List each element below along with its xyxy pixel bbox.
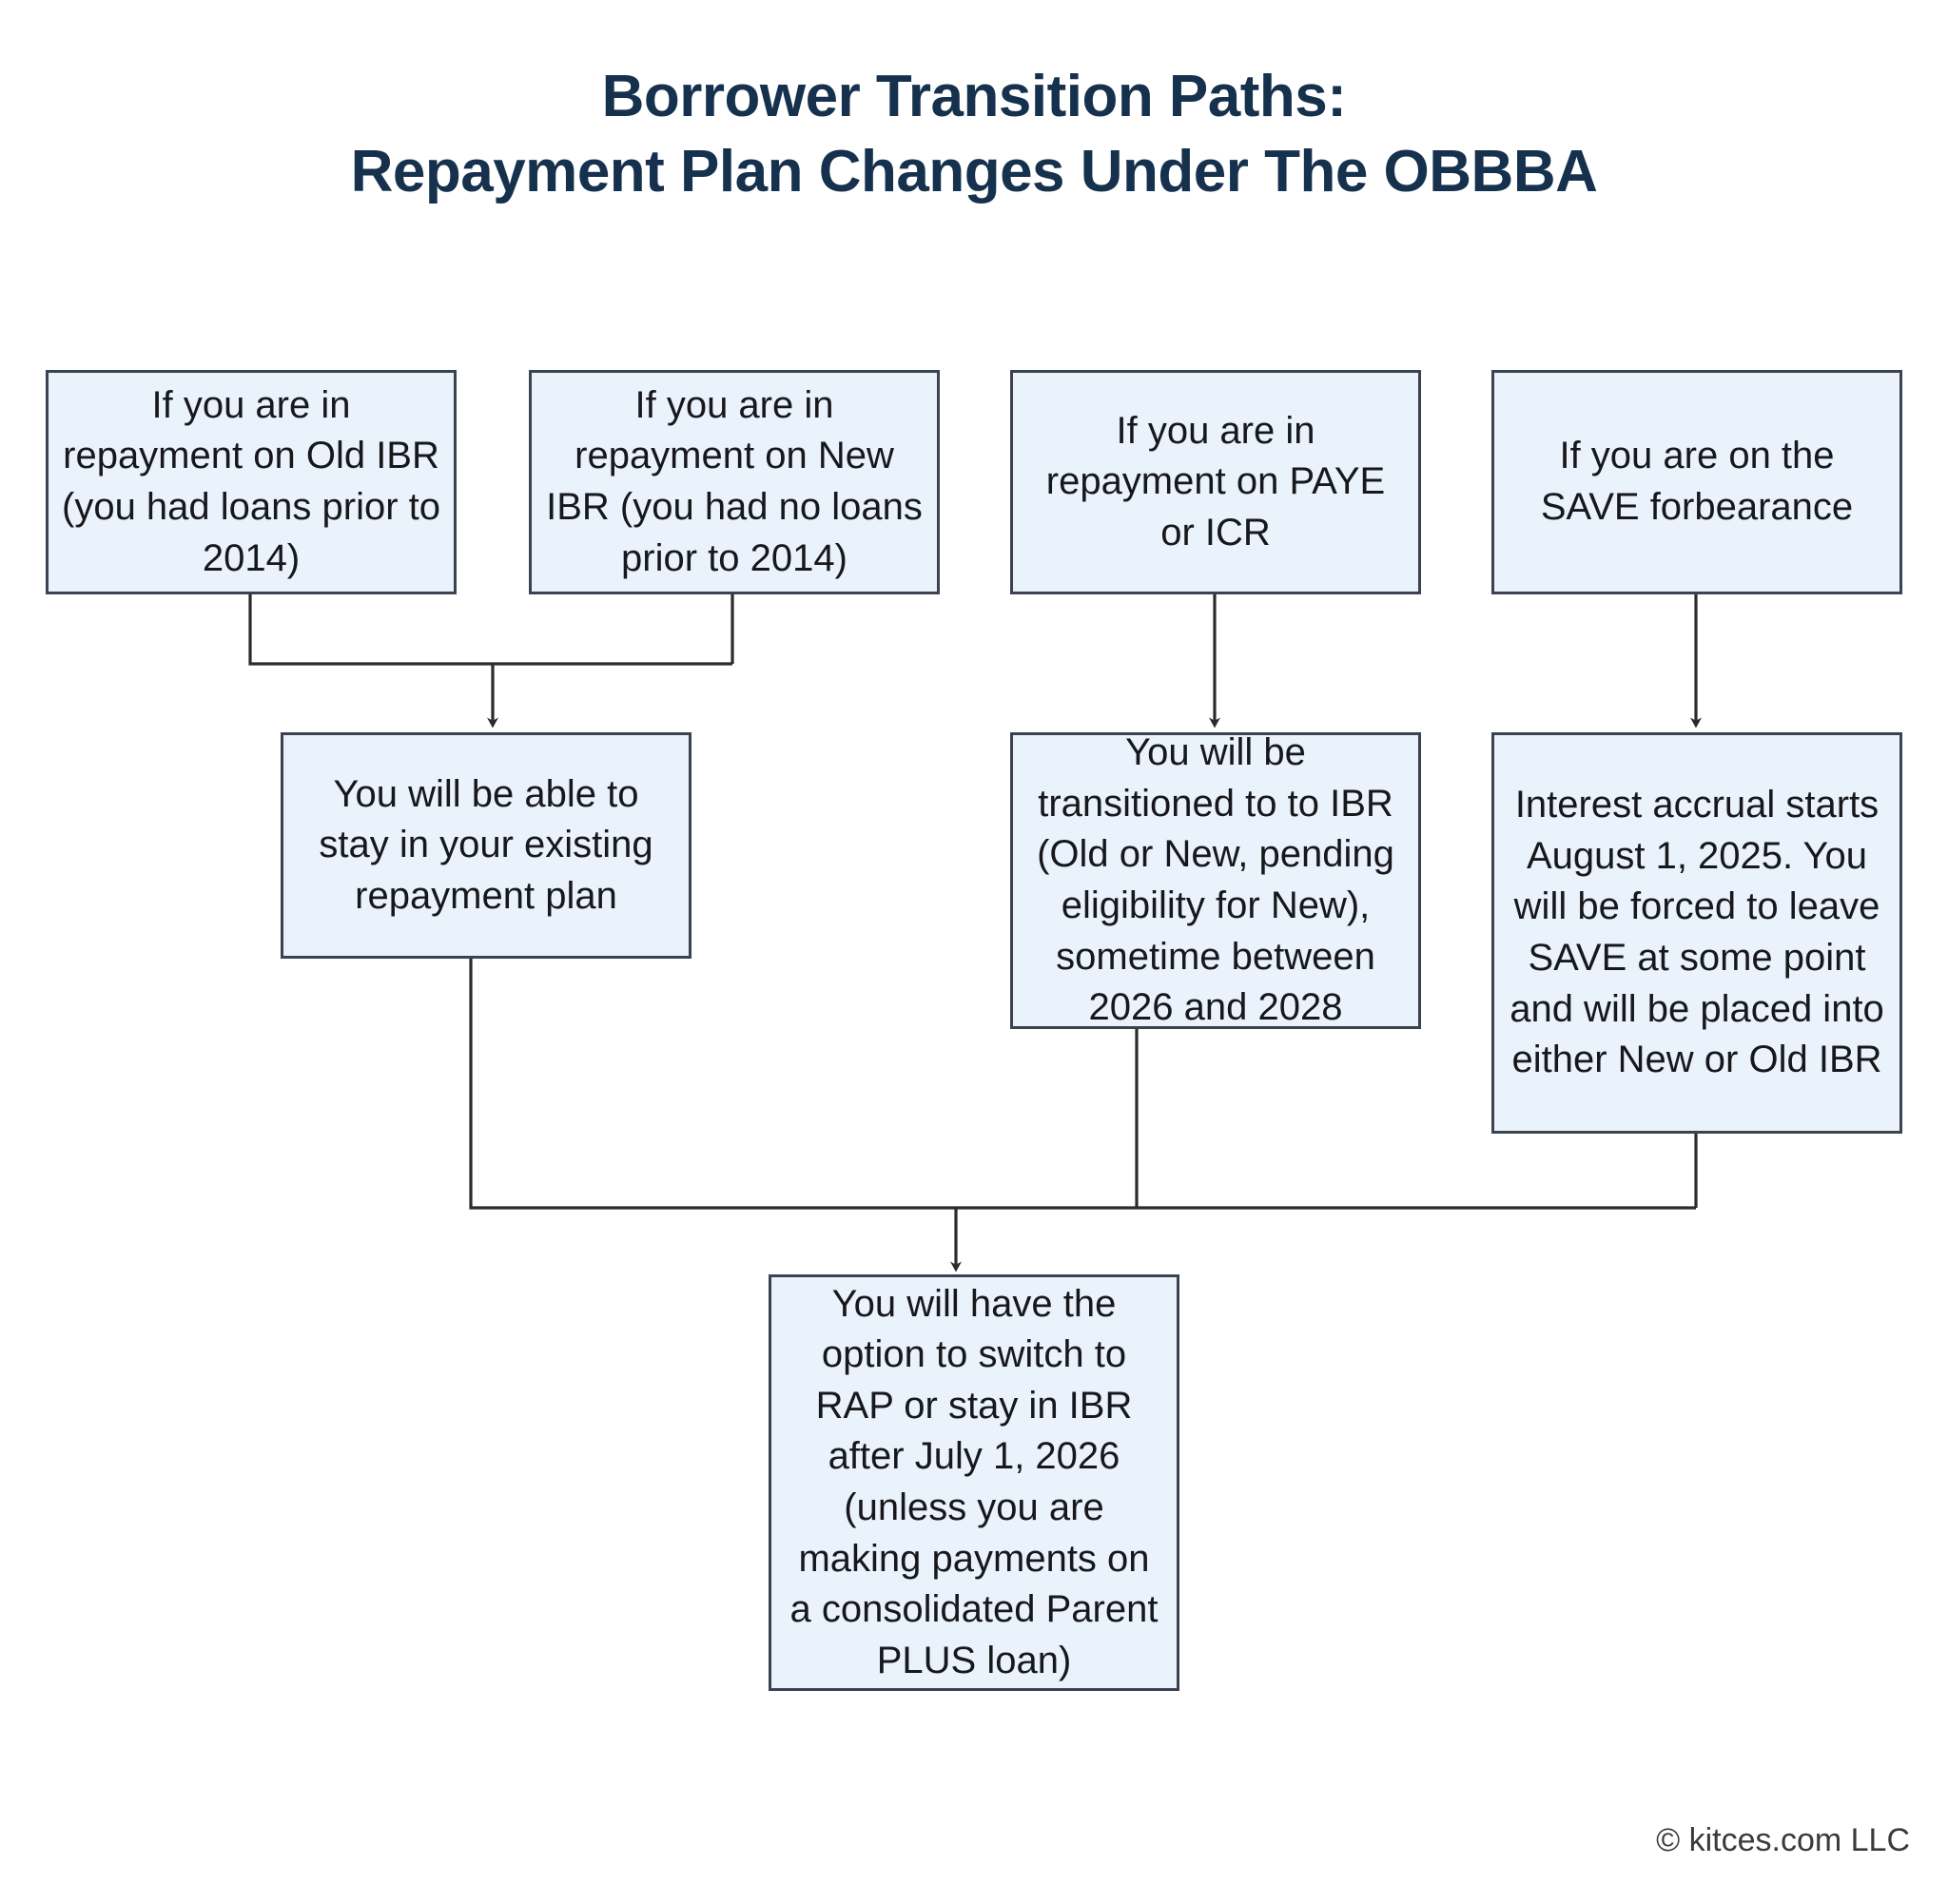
node-paye-icr-label: If you are in repayment on PAYE or ICR xyxy=(1045,409,1386,554)
node-save-interest-accrual-label: Interest accrual starts August 1, 2025. … xyxy=(1510,784,1884,1081)
node-save-forbearance-label: If you are on the SAVE forbearance xyxy=(1540,435,1854,528)
node-new-ibr-label: If you are in repayment on New IBR (you … xyxy=(546,383,923,579)
copyright-notice: © kitces.com LLC xyxy=(1656,1822,1910,1858)
title-line-1: Borrower Transition Paths: xyxy=(601,64,1347,129)
node-stay-existing-plan-label: You will be able to stay in your existin… xyxy=(319,772,653,917)
node-transition-to-ibr[interactable]: You will be transitioned to to IBR (Old … xyxy=(1010,731,1421,1029)
node-old-ibr-label: If you are in repayment on Old IBR (you … xyxy=(62,383,441,579)
title-line-2: Repayment Plan Changes Under The OBBBA xyxy=(350,139,1598,205)
node-transition-to-ibr-label: You will be transitioned to to IBR (Old … xyxy=(1037,731,1394,1029)
node-new-ibr[interactable]: If you are in repayment on New IBR (you … xyxy=(529,370,940,594)
page-title: Borrower Transition Paths: Repayment Pla… xyxy=(0,59,1948,210)
node-rap-or-ibr-option[interactable]: You will have the option to switch to RA… xyxy=(769,1274,1179,1691)
node-save-interest-accrual[interactable]: Interest accrual starts August 1, 2025. … xyxy=(1491,732,1902,1134)
node-stay-existing-plan[interactable]: You will be able to stay in your existin… xyxy=(281,732,692,959)
node-old-ibr[interactable]: If you are in repayment on Old IBR (you … xyxy=(46,370,457,594)
node-save-forbearance[interactable]: If you are on the SAVE forbearance xyxy=(1491,370,1902,594)
node-paye-icr[interactable]: If you are in repayment on PAYE or ICR xyxy=(1010,370,1421,594)
node-rap-or-ibr-option-label: You will have the option to switch to RA… xyxy=(789,1282,1159,1681)
